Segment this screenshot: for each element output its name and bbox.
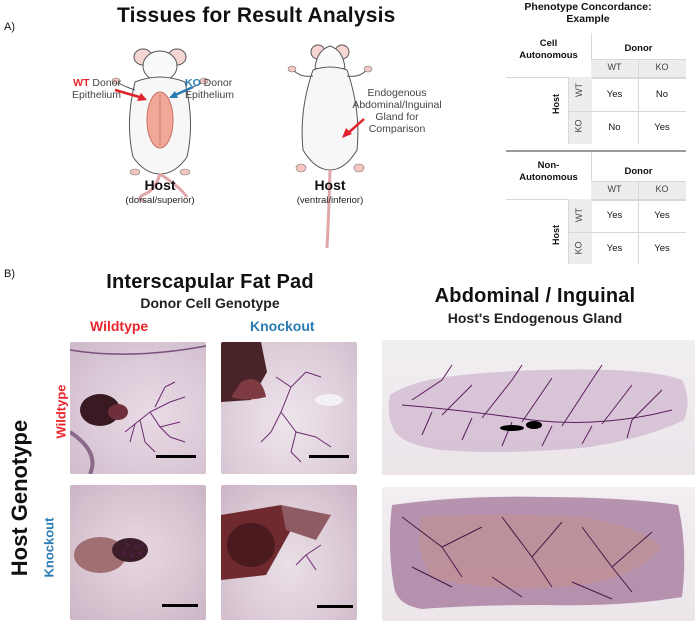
- table-1-title-line-2: Autonomous: [519, 50, 578, 61]
- table-1-row-ko: KO: [573, 119, 584, 133]
- ko-donor-word: Donor: [200, 77, 233, 89]
- host-dorsal-sub: (dorsal/superior): [125, 195, 195, 206]
- abdominal-subtitle: Host's Endogenous Gland: [447, 310, 623, 326]
- mouse-ventral-illustration: [287, 44, 373, 249]
- table-2-cell-wt-ko: Yes: [654, 210, 670, 221]
- table-2-cell-ko-ko: Yes: [654, 243, 670, 254]
- scale-bar-2: [309, 455, 349, 458]
- concordance-title-line-1: Phenotype Concordance:: [524, 1, 652, 13]
- endogenous-gland-label: Endogenous Abdominal/Inguinal Gland for …: [352, 87, 442, 135]
- scale-bar-1: [156, 455, 196, 458]
- col-wildtype-label: Wildtype: [90, 318, 148, 334]
- endogenous-line-1: Endogenous: [367, 87, 427, 99]
- panel-a-title: Tissues for Result Analysis: [117, 4, 396, 27]
- table-2-host: Host: [551, 225, 561, 245]
- concordance-title-line-2: Example: [566, 13, 610, 25]
- wt-abbr: WT: [73, 77, 90, 89]
- table-1-cell-ko-wt: No: [608, 122, 621, 133]
- concordance-table-non-autonomous: Non- Autonomous Donor WT KO Host WT KO Y…: [506, 150, 686, 264]
- table-2-donor: Donor: [624, 166, 653, 177]
- host-ventral-label: Host: [314, 177, 346, 193]
- table-2-cell-wt-wt: Yes: [606, 210, 623, 221]
- panel-b-label: B): [4, 268, 15, 280]
- ko-donor-label: KO Donor Epithelium: [185, 77, 234, 101]
- panel-a-label: A): [4, 21, 15, 33]
- table-1-cell-wt-ko: No: [655, 89, 669, 100]
- row-wildtype-text: Wildtype: [53, 384, 69, 439]
- comparison-arrow: [342, 118, 365, 138]
- table-1-body: Cell Autonomous Donor WT KO Host WT KO Y…: [506, 33, 686, 144]
- concordance-title: Phenotype Concordance: Example: [508, 1, 668, 25]
- scale-bar-3: [162, 604, 198, 607]
- micrograph-abdominal-ko-host: [382, 487, 695, 621]
- fat-pad-title: Interscapular Fat Pad: [106, 271, 314, 293]
- donor-arrows: [114, 85, 194, 101]
- table-2-title-line-1: Non-: [537, 160, 560, 171]
- col-knockout-label: Knockout: [250, 318, 315, 334]
- table-1-title: Cell Autonomous: [506, 38, 591, 62]
- table-1-cell-ko-ko: Yes: [654, 122, 670, 133]
- wt-donor-label: WT Donor Epithelium: [61, 77, 121, 101]
- micrograph-wt-host-ko-donor: [221, 342, 357, 474]
- host-ventral-sub: (ventral/inferior): [296, 195, 364, 206]
- micrograph-ko-host-ko-donor: [221, 485, 357, 620]
- table-1-title-line-1: Cell: [539, 38, 558, 49]
- col-wildtype-text: Wildtype: [90, 318, 149, 334]
- wt-donor-word: Donor: [89, 77, 121, 89]
- table-2-col-wt: WT: [607, 184, 622, 194]
- row-knockout-label: Knockout: [42, 508, 57, 588]
- endogenous-line-3: Gland for: [375, 111, 419, 123]
- host-genotype-axis-label: Host Genotype: [7, 419, 32, 577]
- micrograph-ko-host-wt-donor: [70, 485, 206, 620]
- micrograph-wt-host-wt-donor: [70, 342, 206, 474]
- table-1-host: Host: [551, 94, 561, 114]
- col-knockout-text: Knockout: [250, 318, 315, 334]
- table-2-row-wt: WT: [574, 208, 584, 222]
- table-1-row-wt: WT: [574, 83, 584, 97]
- table-1-cell-wt-wt: Yes: [606, 89, 623, 100]
- table-2-title: Non- Autonomous: [506, 160, 591, 184]
- row-knockout-text: Knockout: [41, 517, 57, 578]
- table-1-col-wt: WT: [607, 62, 622, 72]
- wt-epithelium-word: Epithelium: [71, 89, 121, 101]
- endogenous-line-4: Comparison: [368, 123, 426, 135]
- mouse-dorsal-illustration: [111, 48, 209, 202]
- ko-epithelium-word: Epithelium: [185, 89, 235, 101]
- endogenous-line-2: Abdominal/Inguinal: [352, 99, 442, 111]
- ko-abbr: KO: [185, 77, 201, 89]
- table-2-col-ko: KO: [655, 184, 669, 194]
- row-wildtype-label: Wildtype: [54, 372, 69, 452]
- scale-bar-4: [317, 605, 353, 608]
- table-2-row-ko: KO: [573, 241, 584, 255]
- table-1-col-ko: KO: [655, 62, 669, 72]
- micrograph-abdominal-wt-host: [382, 340, 695, 475]
- abdominal-title: Abdominal / Inguinal: [434, 285, 636, 307]
- table-1-donor: Donor: [624, 43, 653, 54]
- fat-pad-subtitle: Donor Cell Genotype: [140, 295, 280, 311]
- host-dorsal-label: Host: [144, 177, 176, 193]
- table-2-title-line-2: Autonomous: [519, 172, 578, 183]
- table-2-cell-ko-wt: Yes: [606, 243, 623, 254]
